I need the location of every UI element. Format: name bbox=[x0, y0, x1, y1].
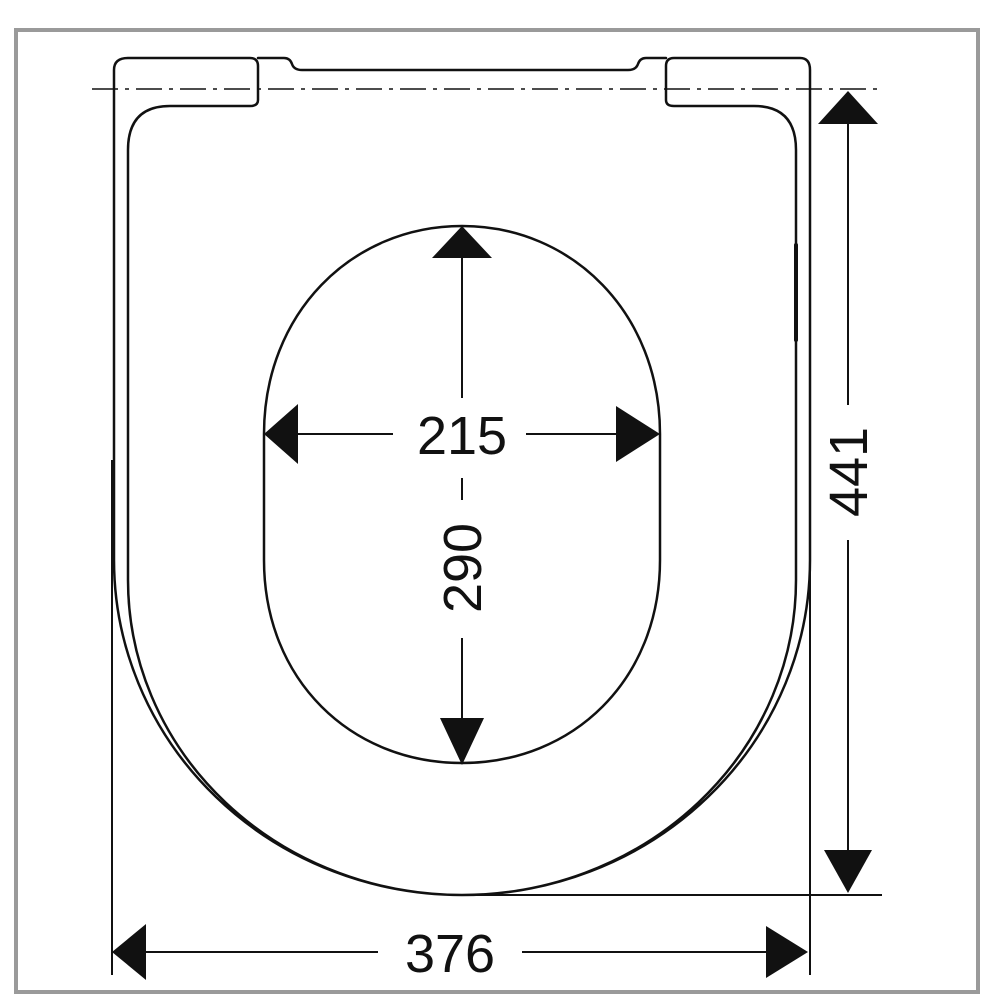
seat-outer-outline bbox=[112, 56, 812, 897]
arrow-441-top bbox=[818, 91, 878, 124]
dim-label-290: 290 bbox=[433, 523, 493, 613]
seat-inner-opening bbox=[262, 224, 662, 765]
arrow-215-right bbox=[616, 406, 660, 462]
dim-label-441: 441 bbox=[819, 427, 879, 517]
seat-back-edge bbox=[256, 56, 668, 72]
arrow-215-left bbox=[264, 404, 298, 464]
arrow-441-bottom bbox=[824, 850, 872, 893]
dim-label-376: 376 bbox=[405, 924, 495, 984]
arrow-290-top bbox=[432, 226, 492, 258]
arrow-290-bottom bbox=[440, 718, 484, 765]
arrow-376-left bbox=[112, 924, 146, 980]
dim-label-215: 215 bbox=[417, 406, 507, 466]
arrow-376-right bbox=[766, 926, 808, 978]
drawing-frame bbox=[14, 28, 980, 994]
